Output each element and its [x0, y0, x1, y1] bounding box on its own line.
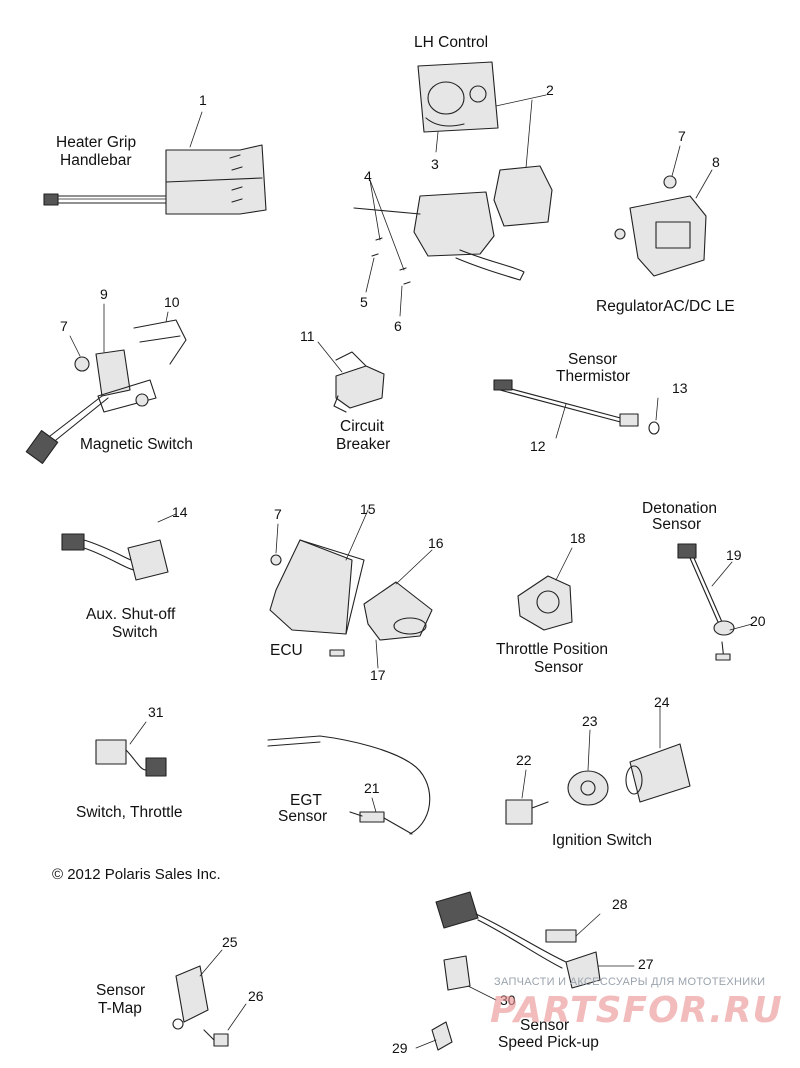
label-regulator: RegulatorAC/DC LE: [596, 298, 735, 315]
throttle-switch-part: [95, 721, 167, 777]
callout-30: 30: [500, 992, 516, 1008]
callout-13: 13: [672, 380, 688, 396]
label-tps-line1: Throttle Position: [496, 641, 608, 658]
label-thermistor-line2: Thermistor: [556, 368, 631, 385]
callout-7-regulator: 7: [678, 128, 686, 144]
callout-15: 15: [360, 501, 376, 517]
label-aux-line2: Switch: [112, 624, 158, 641]
callout-29: 29: [392, 1040, 408, 1056]
callout-18: 18: [570, 530, 586, 546]
watermark-logo: PARTSFOR.RU: [490, 990, 783, 1031]
watermark-tagline: ЗАПЧАСТИ И АКСЕССУАРЫ ДЛЯ МОТОТЕХНИКИ: [494, 976, 766, 988]
heater-grip-part: [43, 111, 267, 215]
callout-26: 26: [248, 988, 264, 1004]
callout-7-ecu: 7: [274, 506, 282, 522]
label-tmap-line2: T-Map: [98, 1000, 142, 1017]
magnetic-switch-part: [25, 303, 187, 464]
label-circuit-line1: Circuit: [340, 418, 384, 435]
speed-pickup-part: [415, 891, 635, 1051]
tmap-part: [172, 949, 247, 1047]
egt-part: [267, 735, 431, 835]
callout-2: 2: [546, 82, 554, 98]
callout-25: 25: [222, 934, 238, 950]
callout-22: 22: [516, 752, 532, 768]
callout-11: 11: [300, 328, 315, 344]
label-lh-control: LH Control: [414, 34, 489, 51]
callout-19: 19: [726, 547, 742, 563]
callout-21: 21: [364, 780, 380, 796]
label-ignition-switch: Ignition Switch: [552, 832, 652, 849]
label-speed-line2: Speed Pick-up: [498, 1034, 599, 1051]
label-thermistor-line1: Sensor: [568, 351, 618, 368]
callout-28: 28: [612, 896, 628, 912]
lh-control-part: [353, 61, 553, 317]
copyright-notice: © 2012 Polaris Sales Inc.: [52, 866, 221, 883]
callout-1: 1: [199, 92, 207, 108]
label-detonation-line2: Sensor: [652, 516, 702, 533]
ecu-part: [269, 509, 433, 669]
callout-31: 31: [148, 704, 164, 720]
callout-27: 27: [638, 956, 654, 972]
label-egt-line1: EGT: [290, 792, 322, 809]
label-circuit-line2: Breaker: [336, 436, 391, 453]
callout-7-magnetic: 7: [60, 318, 68, 334]
callout-6: 6: [394, 318, 402, 334]
callout-17: 17: [370, 667, 386, 683]
label-switch-throttle: Switch, Throttle: [76, 804, 183, 821]
label-aux-line1: Aux. Shut-off: [86, 606, 176, 623]
callout-9: 9: [100, 286, 108, 302]
label-heater-grip-line2: Handlebar: [60, 152, 132, 169]
label-magnetic-switch: Magnetic Switch: [80, 436, 193, 453]
aux-switch-part: [61, 513, 177, 581]
tps-part: [517, 547, 573, 631]
callout-5: 5: [360, 294, 368, 310]
callout-14: 14: [172, 504, 188, 520]
thermistor-part: [493, 379, 660, 439]
label-heater-grip-line1: Heater Grip: [56, 134, 137, 151]
callout-3: 3: [431, 156, 439, 172]
ignition-part: [505, 705, 691, 825]
callout-20: 20: [750, 613, 766, 629]
regulator-part: [614, 145, 713, 277]
label-speed-line1: Sensor: [520, 1017, 570, 1034]
callout-16: 16: [428, 535, 444, 551]
callout-8: 8: [712, 154, 720, 170]
label-tmap-line1: Sensor: [96, 982, 146, 999]
label-egt-line2: Sensor: [278, 808, 328, 825]
detonation-part: [677, 543, 753, 661]
label-ecu: ECU: [270, 642, 303, 659]
callout-23: 23: [582, 713, 598, 729]
callout-10: 10: [164, 294, 180, 310]
label-tps-line2: Sensor: [534, 659, 584, 676]
label-detonation-line1: Detonation: [642, 500, 717, 517]
callout-24: 24: [654, 694, 670, 710]
circuit-breaker-part: [317, 341, 385, 413]
callout-12: 12: [530, 438, 546, 454]
callout-4: 4: [364, 168, 372, 184]
